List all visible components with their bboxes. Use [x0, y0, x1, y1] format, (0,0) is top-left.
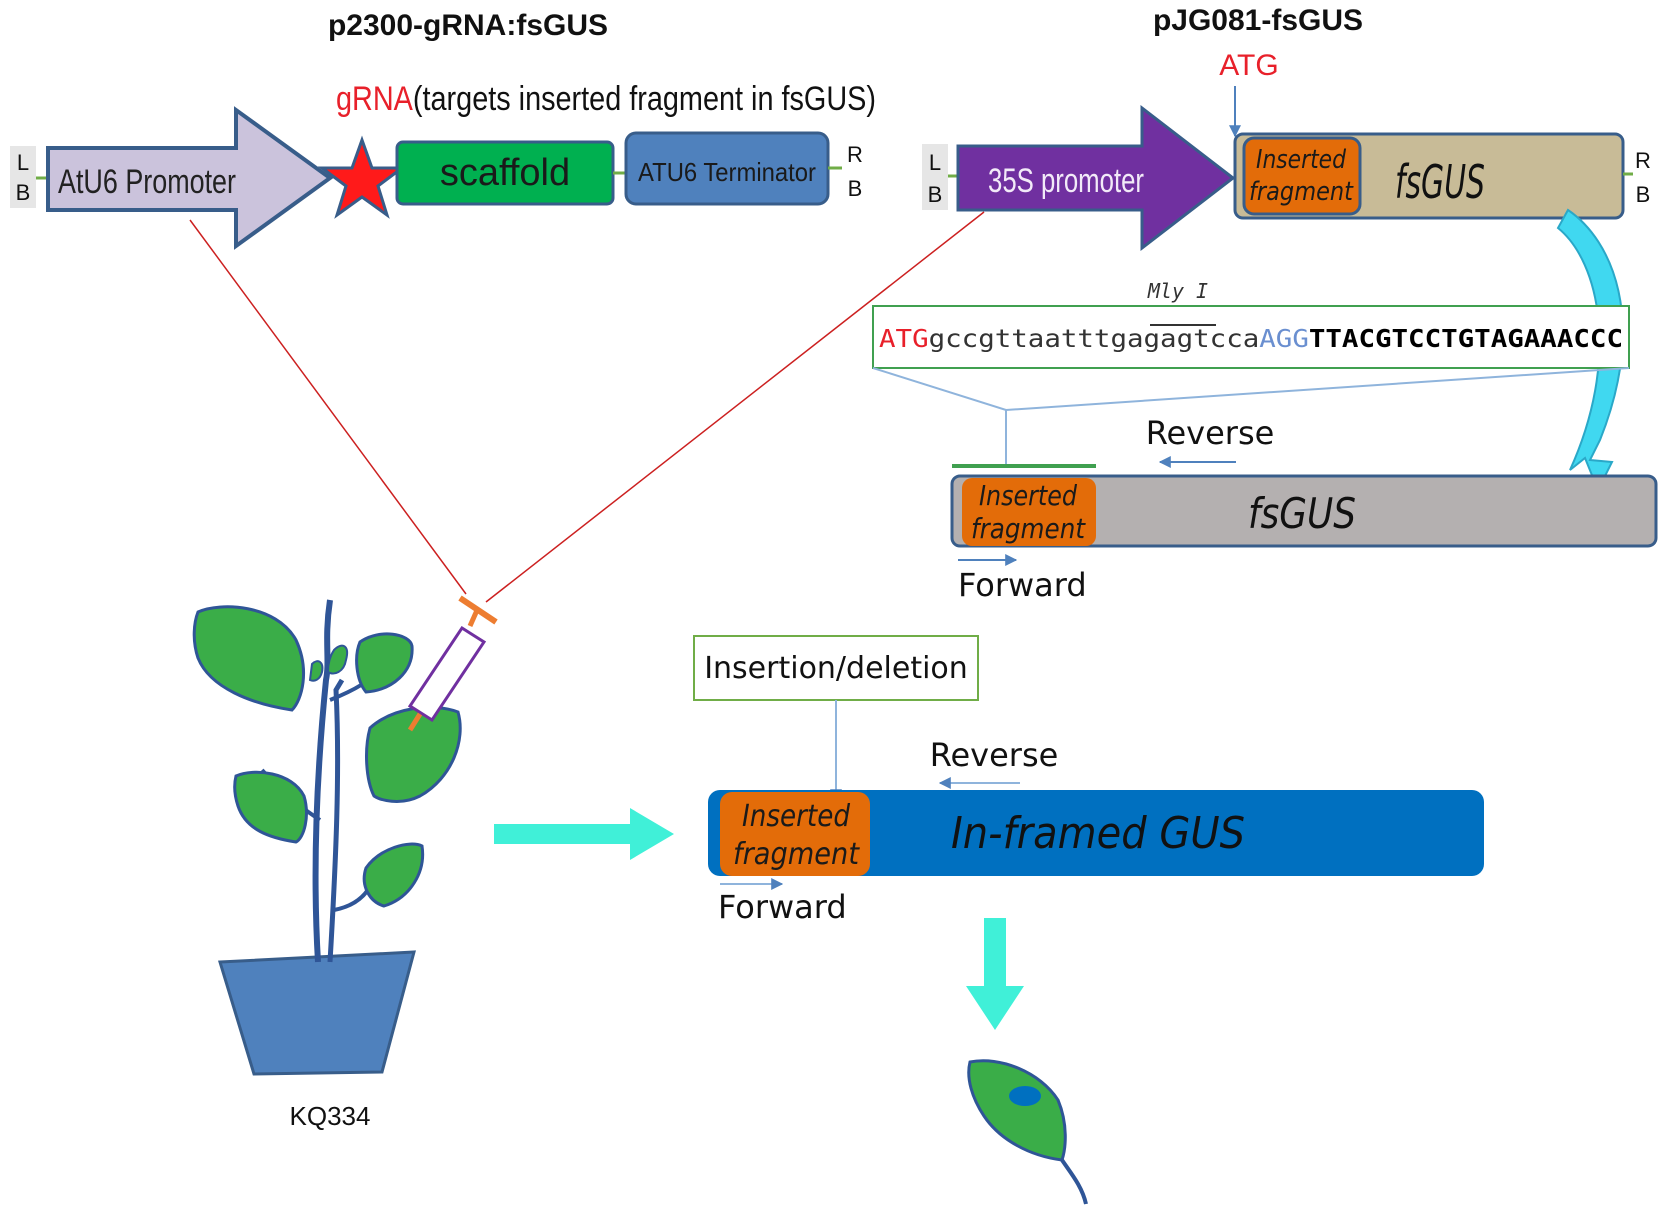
- zoom-forward-label: Forward: [958, 566, 1087, 604]
- plant-stem-main: [312, 599, 333, 963]
- right-lb-bottom-letter: B: [928, 182, 943, 207]
- result-construct: Insertion/deletion Reverse Inserted frag…: [494, 635, 1484, 1205]
- indel-label: Insertion/deletion: [704, 651, 968, 686]
- result-reverse-label: Reverse: [930, 736, 1059, 774]
- leaf-top-right: [355, 632, 414, 694]
- fsgus-label: fsGUS: [1395, 155, 1485, 209]
- leaf-bud-2: [308, 660, 324, 682]
- inserted-fragment-label-1: Inserted: [1256, 145, 1346, 175]
- left-construct-title: p2300-gRNA:fsGUS: [328, 9, 608, 42]
- inframed-gus-label: In-framed GUS: [951, 808, 1245, 859]
- indel-box: [693, 635, 979, 701]
- injection-line-left: [189, 219, 467, 595]
- zoom-reverse-label: Reverse: [1146, 414, 1275, 452]
- result-inserted-fragment-label-1: Inserted: [742, 799, 851, 834]
- gus-stain-spot: [1009, 1086, 1041, 1106]
- terminator-label: ATU6 Terminator: [638, 157, 816, 187]
- zoom-inserted-fragment-box: [962, 478, 1096, 546]
- lb-top-letter: L: [17, 150, 29, 175]
- atg-label: ATG: [1219, 49, 1278, 82]
- 35s-promoter-label: 35S promoter: [988, 162, 1144, 200]
- right-rb-top-letter: R: [1635, 148, 1651, 173]
- syringe-plunger: [467, 606, 481, 628]
- syringe-needle: [407, 712, 423, 732]
- seq-start-codon: ATG: [879, 324, 929, 353]
- right-construct-title: pJG081-fsGUS: [1153, 4, 1363, 37]
- right-lb-top-letter: L: [929, 150, 941, 175]
- seq-post: cca: [1210, 324, 1260, 353]
- atu6-promoter-label: AtU6 Promoter: [58, 163, 236, 201]
- 35s-promoter-arrow: [956, 104, 1236, 252]
- plant-pot: [218, 950, 416, 1076]
- zoom-inserted-fragment-label-2: fragment: [971, 512, 1086, 545]
- syringe-barrel: [407, 625, 487, 723]
- leaf-lower-right: [362, 842, 425, 908]
- leaf-bud-1: [326, 644, 348, 675]
- atu6-promoter-arrow: [46, 106, 334, 250]
- grna-label: gRNA: [336, 80, 413, 118]
- leaf-middle-left: [233, 770, 308, 844]
- result-forward-label: Forward: [718, 888, 847, 926]
- plant-illustration: KQ334: [192, 595, 498, 1131]
- grna-note: (targets inserted fragment in fsGUS): [413, 80, 876, 118]
- lb-bottom-letter: B: [16, 180, 31, 205]
- seq-pam: AGG: [1259, 324, 1309, 353]
- mly-i-enzyme-label: Mly I: [1147, 279, 1208, 303]
- result-arrow-down: [966, 918, 1024, 1030]
- plant-label: KQ334: [290, 1101, 371, 1131]
- sequence-zoom-lines: [872, 367, 1630, 412]
- left-construct: p2300-gRNA:fsGUS gRNA(targets inserted f…: [10, 9, 876, 250]
- plant-stem-secondary: [327, 678, 345, 963]
- zoom-inserted-fragment-label-1: Inserted: [979, 479, 1077, 512]
- inserted-fragment-box: [1242, 136, 1362, 216]
- rb-top-letter: R: [847, 142, 863, 167]
- fsgus-zoom: Reverse Inserted fragment fsGUS Forward: [950, 414, 1658, 604]
- zoom-fsgus-bar: [950, 474, 1658, 548]
- grna-target-star-icon: [317, 135, 407, 219]
- right-construct: pJG081-fsGUS ATG L B 35S promoter Insert…: [922, 4, 1651, 493]
- right-lb-box: [922, 144, 948, 210]
- right-rb-bottom-letter: B: [1636, 182, 1651, 207]
- stained-leaf: [967, 1059, 1067, 1162]
- inframed-gus-bar: [708, 790, 1484, 876]
- result-arrow-right: [494, 808, 674, 860]
- lb-box: [10, 146, 36, 208]
- injection-line-right: [485, 211, 985, 603]
- grna-label-group: gRNA(targets inserted fragment in fsGUS): [336, 80, 876, 118]
- seq-mly-site: gagt: [1144, 324, 1210, 353]
- seq-tail: TTACGTCCTGTAGAAACCC: [1309, 324, 1623, 353]
- result-inserted-fragment-box: [720, 792, 870, 876]
- seq-pre: gccgttaatttga: [929, 324, 1144, 353]
- scaffold-label: scaffold: [440, 152, 570, 194]
- inserted-fragment-label-2: fragment: [1249, 177, 1354, 207]
- sequence-box: [872, 305, 1630, 369]
- zoom-fsgus-label: fsGUS: [1248, 489, 1356, 538]
- stained-leaf-petiole: [1060, 1158, 1088, 1205]
- result-inserted-fragment-label-2: fragment: [733, 837, 860, 872]
- rb-bottom-letter: B: [848, 176, 863, 201]
- leaf-top-left: [192, 605, 305, 712]
